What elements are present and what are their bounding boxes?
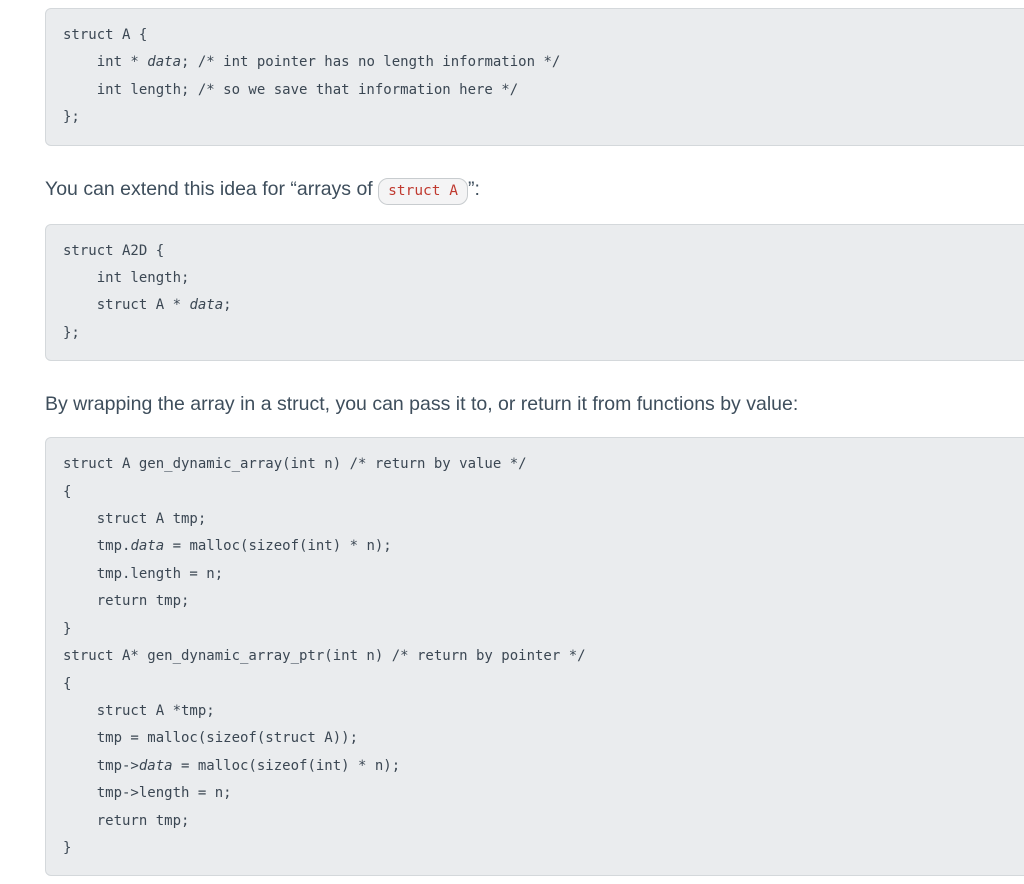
code-block-struct-a: struct A { int * data; /* int pointer ha… (45, 8, 1024, 146)
code-italic-token: data (147, 54, 182, 71)
paragraph-extend-prefix: You can extend this idea for “arrays of (45, 177, 379, 200)
code-line: return tmp; (63, 593, 190, 610)
code-line: } (63, 839, 72, 856)
code-line: tmp.data = malloc(sizeof(int) * n); (63, 538, 392, 555)
code-block-dynamic-array-functions: struct A gen_dynamic_array(int n) /* ret… (45, 437, 1024, 877)
code-line: }; (63, 324, 80, 341)
code-italic-token: data (138, 757, 173, 774)
paragraph-extend-suffix: ”: (467, 177, 480, 200)
code-line: struct A *tmp; (63, 702, 215, 719)
code-line: struct A2D { (63, 242, 165, 259)
code-block-struct-a2d: struct A2D { int length; struct A * data… (45, 223, 1024, 362)
code-line: struct A gen_dynamic_array(int n) /* ret… (63, 456, 527, 473)
code-italic-token: data (130, 538, 165, 555)
code-line: int length; (63, 270, 190, 287)
code-line: struct A * data; (63, 297, 232, 314)
code-line: int length; /* so we save that informati… (63, 81, 519, 98)
code-line: { (63, 483, 72, 500)
code-line: { (63, 675, 72, 692)
code-line: tmp = malloc(sizeof(struct A)); (63, 730, 359, 747)
code-line: int * data; /* int pointer has no length… (63, 54, 561, 71)
code-line: tmp->length = n; (63, 785, 232, 802)
inline-code-struct-a: struct A (378, 177, 468, 205)
paragraph-wrap-text: By wrapping the array in a struct, you c… (45, 393, 799, 416)
code-line: return tmp; (63, 812, 190, 829)
article-content: struct A { int * data; /* int pointer ha… (45, 8, 1024, 877)
code-line: }; (63, 109, 80, 126)
code-line: struct A* gen_dynamic_array_ptr(int n) /… (63, 648, 586, 665)
code-line: struct A { (63, 27, 148, 43)
paragraph-extend: You can extend this idea for “arrays of … (45, 174, 1024, 206)
code-line: struct A tmp; (63, 511, 207, 528)
code-italic-token: data (189, 297, 224, 314)
code-line: tmp->data = malloc(sizeof(int) * n); (63, 757, 401, 774)
paragraph-wrap: By wrapping the array in a struct, you c… (45, 389, 1024, 419)
code-line: } (63, 620, 72, 637)
code-line: tmp.length = n; (63, 565, 224, 582)
